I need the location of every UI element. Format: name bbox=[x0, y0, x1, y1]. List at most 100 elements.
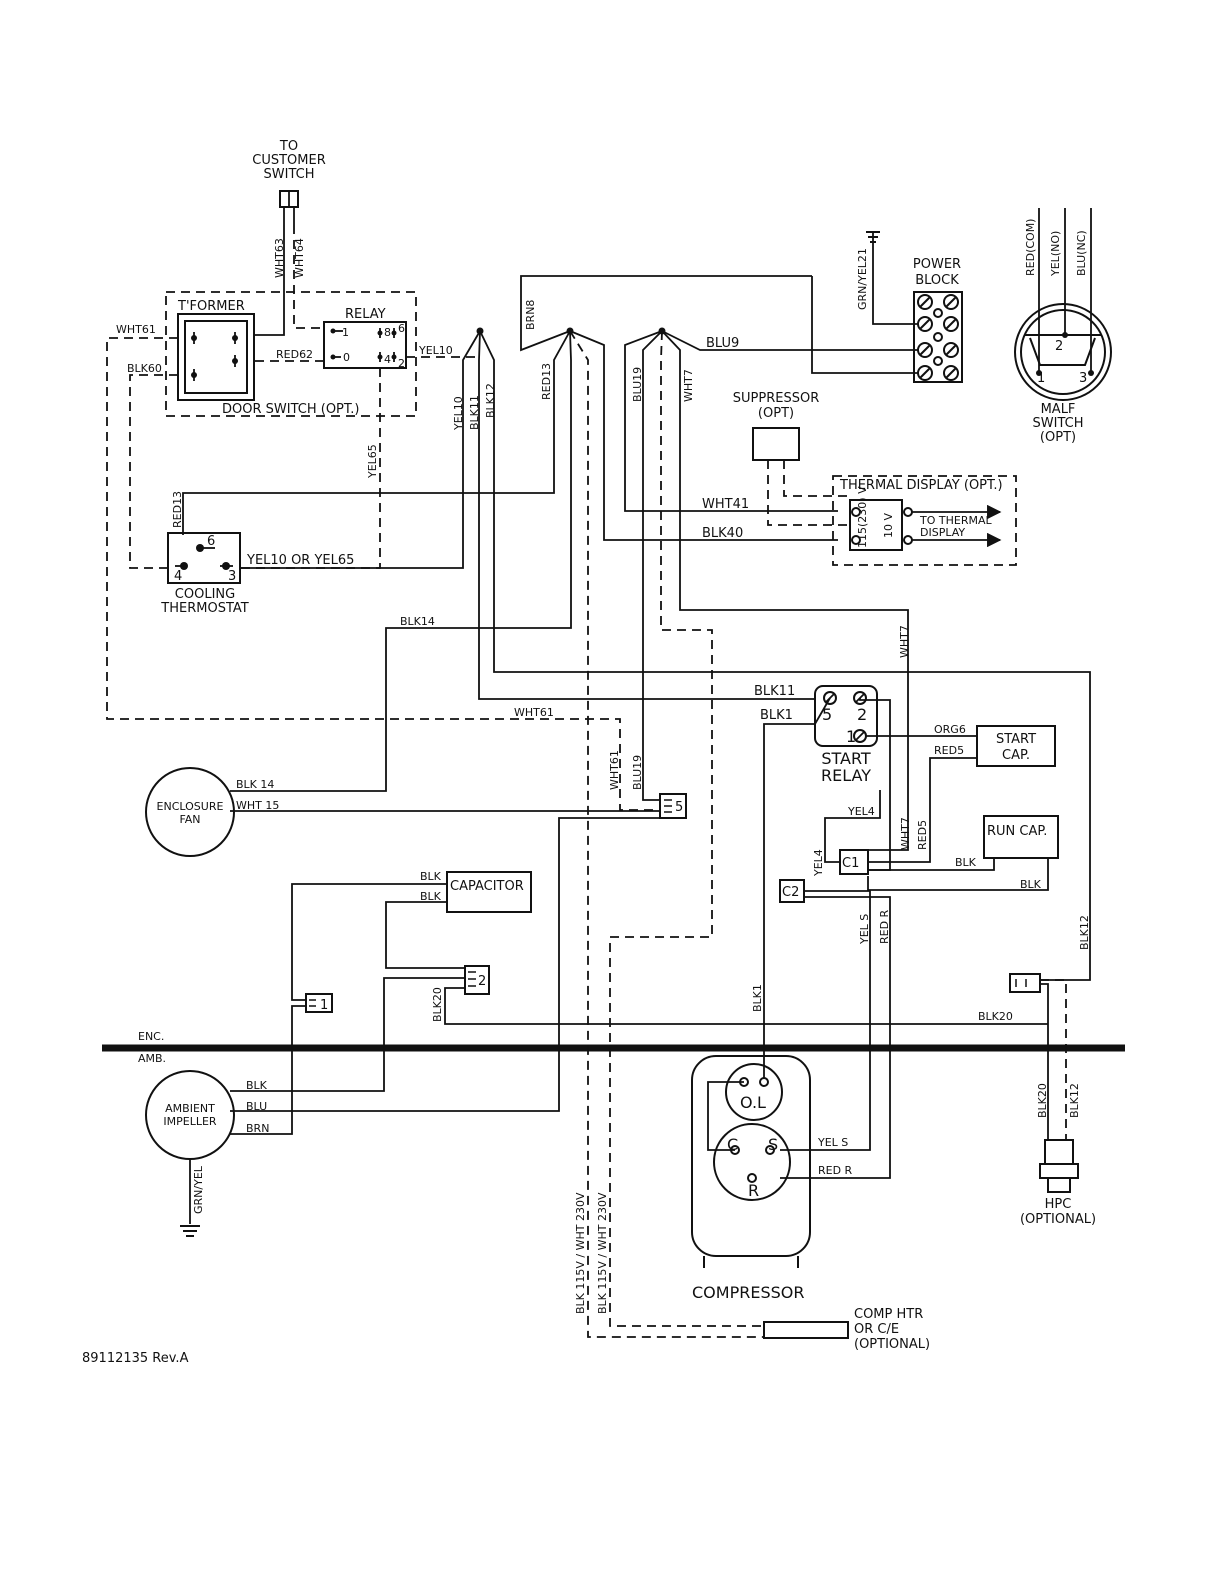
hpc-switch bbox=[1039, 1139, 1079, 1193]
wire-label-blk20-vert: BLK20 bbox=[431, 987, 444, 1022]
wire-label-yel10-or-yel65: YEL10 OR YEL65 bbox=[246, 553, 354, 568]
thermostat-terminals: 6 4 3 bbox=[174, 534, 236, 584]
wire-label-red-com: RED(COM) bbox=[1024, 219, 1037, 276]
doc-number: 89112135 Rev.A bbox=[82, 1351, 189, 1366]
run-cap-box bbox=[983, 815, 1059, 859]
wire-label-blk12-hpc: BLK12 bbox=[1068, 1083, 1081, 1118]
wire-label-red62: RED62 bbox=[276, 348, 313, 361]
relay-terminals: 1 8 6 0 4 2 bbox=[330, 322, 405, 370]
start-cap-box bbox=[976, 725, 1056, 767]
wire-label-red5-vert: RED5 bbox=[916, 820, 929, 850]
compressor-label: COMPRESSOR bbox=[692, 1283, 804, 1302]
suppressor-box bbox=[752, 427, 800, 461]
wire-label-blk-cap-2: BLK bbox=[420, 890, 442, 903]
enclosure-fan bbox=[145, 767, 235, 857]
wire-label-blk20-right: BLK20 bbox=[978, 1010, 1013, 1023]
wire-label-yel4: YEL4 bbox=[847, 805, 875, 818]
cooling-thermostat-box bbox=[167, 532, 241, 584]
run-cap-label: RUN CAP. bbox=[987, 824, 1047, 839]
wire-label-wht7-vert: WHT7 bbox=[682, 369, 695, 402]
wire-label-yel-no: YEL(NO) bbox=[1049, 231, 1062, 277]
connector-1 bbox=[305, 993, 333, 1013]
wire-label-blk12-right: BLK12 bbox=[1078, 915, 1091, 950]
wire-label-blk1-vert: BLK1 bbox=[751, 984, 764, 1012]
comp-heater bbox=[763, 1321, 849, 1339]
start-relay-box bbox=[814, 685, 878, 747]
wire-label-blk-runcap-2: BLK bbox=[1020, 878, 1042, 891]
wire-label-blk20-hpc: BLK20 bbox=[1036, 1083, 1049, 1118]
wire-label-yel65: YEL65 bbox=[366, 444, 379, 479]
wire-label-blu-amb: BLU bbox=[246, 1100, 267, 1113]
wire-label-blk-cap-1: BLK bbox=[420, 870, 442, 883]
wire-label-wht61-mid: WHT61 bbox=[514, 706, 554, 719]
wire-label-yel10-top: YEL10 bbox=[418, 344, 453, 357]
wire-label-wht63: WHT63 bbox=[273, 238, 286, 278]
wire-label-red13-left: RED13 bbox=[171, 491, 184, 528]
wire-label-wht-15: WHT 15 bbox=[236, 799, 279, 812]
suppressor-label: SUPPRESSOR(OPT) bbox=[733, 391, 819, 421]
wire-label-blu-nc: BLU(NC) bbox=[1075, 230, 1088, 276]
compressor-body bbox=[691, 1055, 811, 1257]
svg-text:4: 4 bbox=[384, 353, 391, 366]
wire-label-grn-yel: GRN/YEL bbox=[192, 1165, 205, 1214]
relay-label: RELAY bbox=[345, 307, 386, 322]
capacitor-box bbox=[446, 871, 532, 913]
wire-label-blk11-right: BLK11 bbox=[754, 684, 795, 699]
connector-5 bbox=[659, 793, 687, 819]
enc-label: ENC. bbox=[138, 1030, 164, 1043]
svg-text:5: 5 bbox=[675, 800, 683, 815]
wire-label-blk115-1: BLK 115V / WHT 230V bbox=[574, 1192, 587, 1314]
wire-label-red-r: RED R bbox=[818, 1164, 853, 1177]
malf-switch: 2 1 3 bbox=[1014, 303, 1112, 401]
hpc-connector bbox=[1009, 973, 1041, 993]
wire-label-yel4-vert: YEL4 bbox=[812, 849, 825, 877]
svg-text:6: 6 bbox=[398, 322, 405, 335]
svg-text:C1: C1 bbox=[842, 856, 859, 871]
wire-label-wht41: WHT41 bbox=[702, 497, 749, 512]
wire-label-blk12-vert: BLK12 bbox=[484, 383, 497, 418]
thermal-display-label: THERMAL DISPLAY (OPT.) bbox=[839, 478, 1003, 493]
svg-text:C2: C2 bbox=[782, 885, 799, 900]
svg-text:2: 2 bbox=[857, 705, 867, 724]
ground-icon bbox=[180, 1225, 200, 1237]
wire-label-blk14: BLK14 bbox=[400, 615, 435, 628]
svg-text:1: 1 bbox=[846, 727, 856, 746]
thermal-display-box bbox=[832, 475, 1017, 566]
ground-icon bbox=[866, 231, 880, 243]
svg-text:S: S bbox=[768, 1135, 778, 1154]
compressor-terminals bbox=[713, 1123, 791, 1201]
thermal-display-module bbox=[849, 499, 903, 551]
svg-text:115(230) V: 115(230) V bbox=[856, 486, 869, 548]
wire-label-brn8: BRN8 bbox=[524, 300, 537, 330]
hpc-label: HPC(OPTIONAL) bbox=[1020, 1197, 1096, 1227]
wire-label-wht61-vert: WHT61 bbox=[608, 750, 621, 790]
door-switch-label: DOOR SWITCH (OPT.) bbox=[222, 402, 360, 417]
wire-label-blk60: BLK60 bbox=[127, 362, 162, 375]
wire-label-red13-vert: RED13 bbox=[540, 363, 553, 400]
svg-text:C: C bbox=[727, 1135, 738, 1154]
svg-text:5: 5 bbox=[822, 705, 832, 724]
svg-text:8: 8 bbox=[384, 326, 391, 339]
wire-label-red5: RED5 bbox=[934, 744, 964, 757]
wire-label-wht7-low: WHT7 bbox=[899, 817, 912, 850]
svg-text:6: 6 bbox=[207, 534, 215, 549]
wire-label-yel-s: YEL S bbox=[817, 1136, 848, 1149]
svg-text:10 V: 10 V bbox=[882, 513, 895, 538]
wire-label-org6: ORG6 bbox=[934, 723, 966, 736]
overload bbox=[725, 1063, 783, 1121]
door-switch-box bbox=[165, 291, 417, 417]
svg-text:1: 1 bbox=[320, 998, 328, 1013]
wire-label-wht61-top: WHT61 bbox=[116, 323, 156, 336]
capacitor-label: CAPACITOR bbox=[450, 879, 524, 894]
wire-label-blk-amb: BLK bbox=[246, 1079, 268, 1092]
wire-label-blu19-vert: BLU19 bbox=[631, 367, 644, 402]
wire-label-wht64: WHT64 bbox=[293, 238, 306, 278]
